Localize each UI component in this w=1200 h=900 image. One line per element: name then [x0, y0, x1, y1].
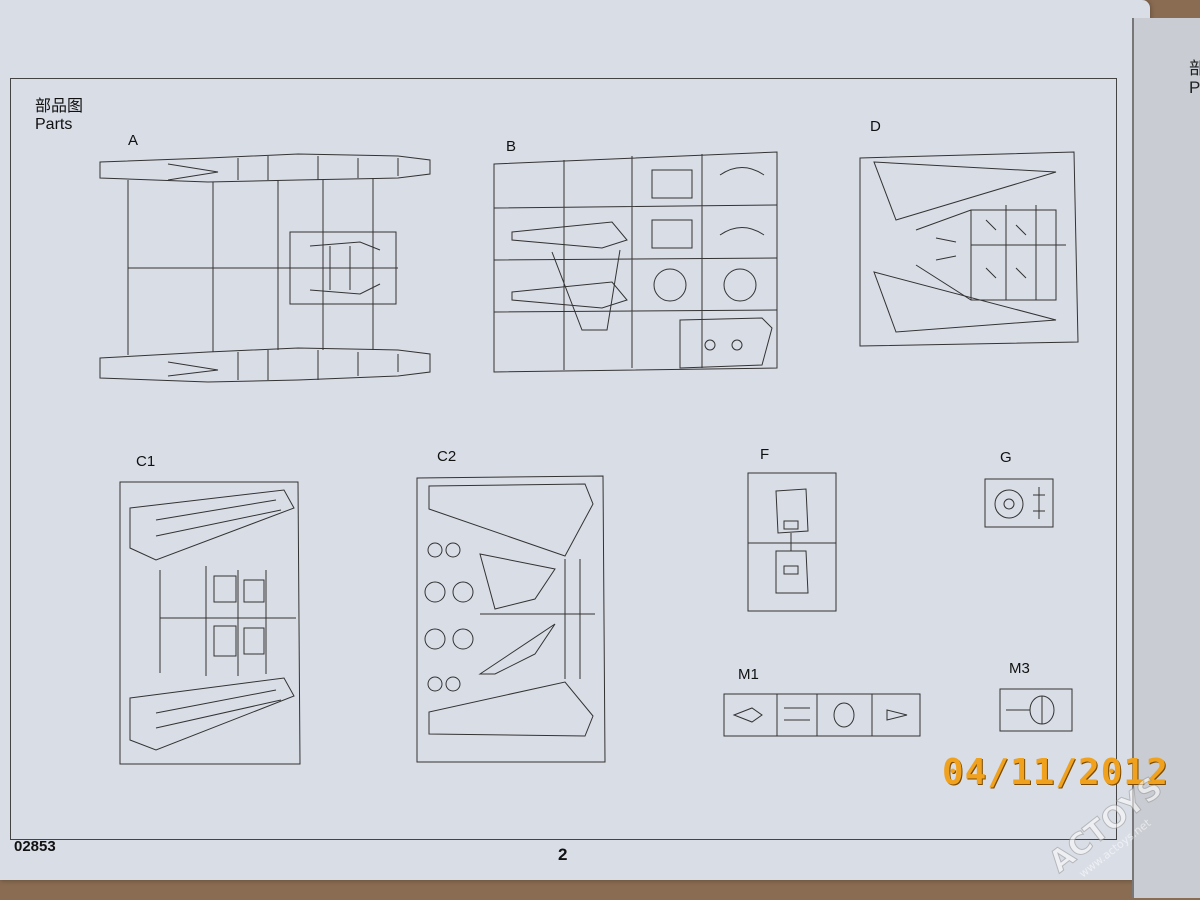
sprue-g — [983, 477, 1057, 531]
sprue-m1 — [722, 690, 924, 740]
sprue-c2 — [415, 474, 607, 764]
page-number: 2 — [558, 845, 568, 864]
sprue-b — [492, 150, 782, 375]
next-page-fragment-cn: 部 — [1189, 59, 1200, 78]
instruction-page: 部品图 Parts A B D — [0, 0, 1150, 880]
date-stamp: 04/11/2012 — [942, 752, 1169, 793]
next-page-edge: 部 P — [1132, 18, 1200, 898]
page-title-chinese: 部品图 — [35, 98, 84, 115]
sprue-d — [856, 150, 1082, 348]
actoys-logo-icon: ACTOYS www.actoys.net — [1030, 770, 1190, 881]
sprue-c1 — [116, 478, 304, 768]
sprue-label-d: D — [870, 118, 881, 135]
sprue-label-m3: M3 — [1009, 660, 1030, 677]
sprue-label-a: A — [128, 132, 139, 149]
sprue-m3 — [998, 685, 1076, 735]
page-frame — [10, 78, 1117, 840]
sprue-label-c1: C1 — [136, 453, 156, 470]
product-code: 02853 — [14, 838, 56, 855]
sprue-f — [746, 471, 840, 615]
sprue-label-c2: C2 — [437, 448, 457, 465]
sprue-a — [98, 150, 438, 390]
sprue-label-m1: M1 — [738, 666, 759, 683]
sprue-label-f: F — [760, 446, 770, 463]
next-page-fragment-en: P — [1189, 78, 1200, 97]
sprue-label-g: G — [1000, 449, 1012, 466]
page-title-english: Parts — [35, 116, 73, 133]
sprue-label-b: B — [506, 138, 517, 155]
